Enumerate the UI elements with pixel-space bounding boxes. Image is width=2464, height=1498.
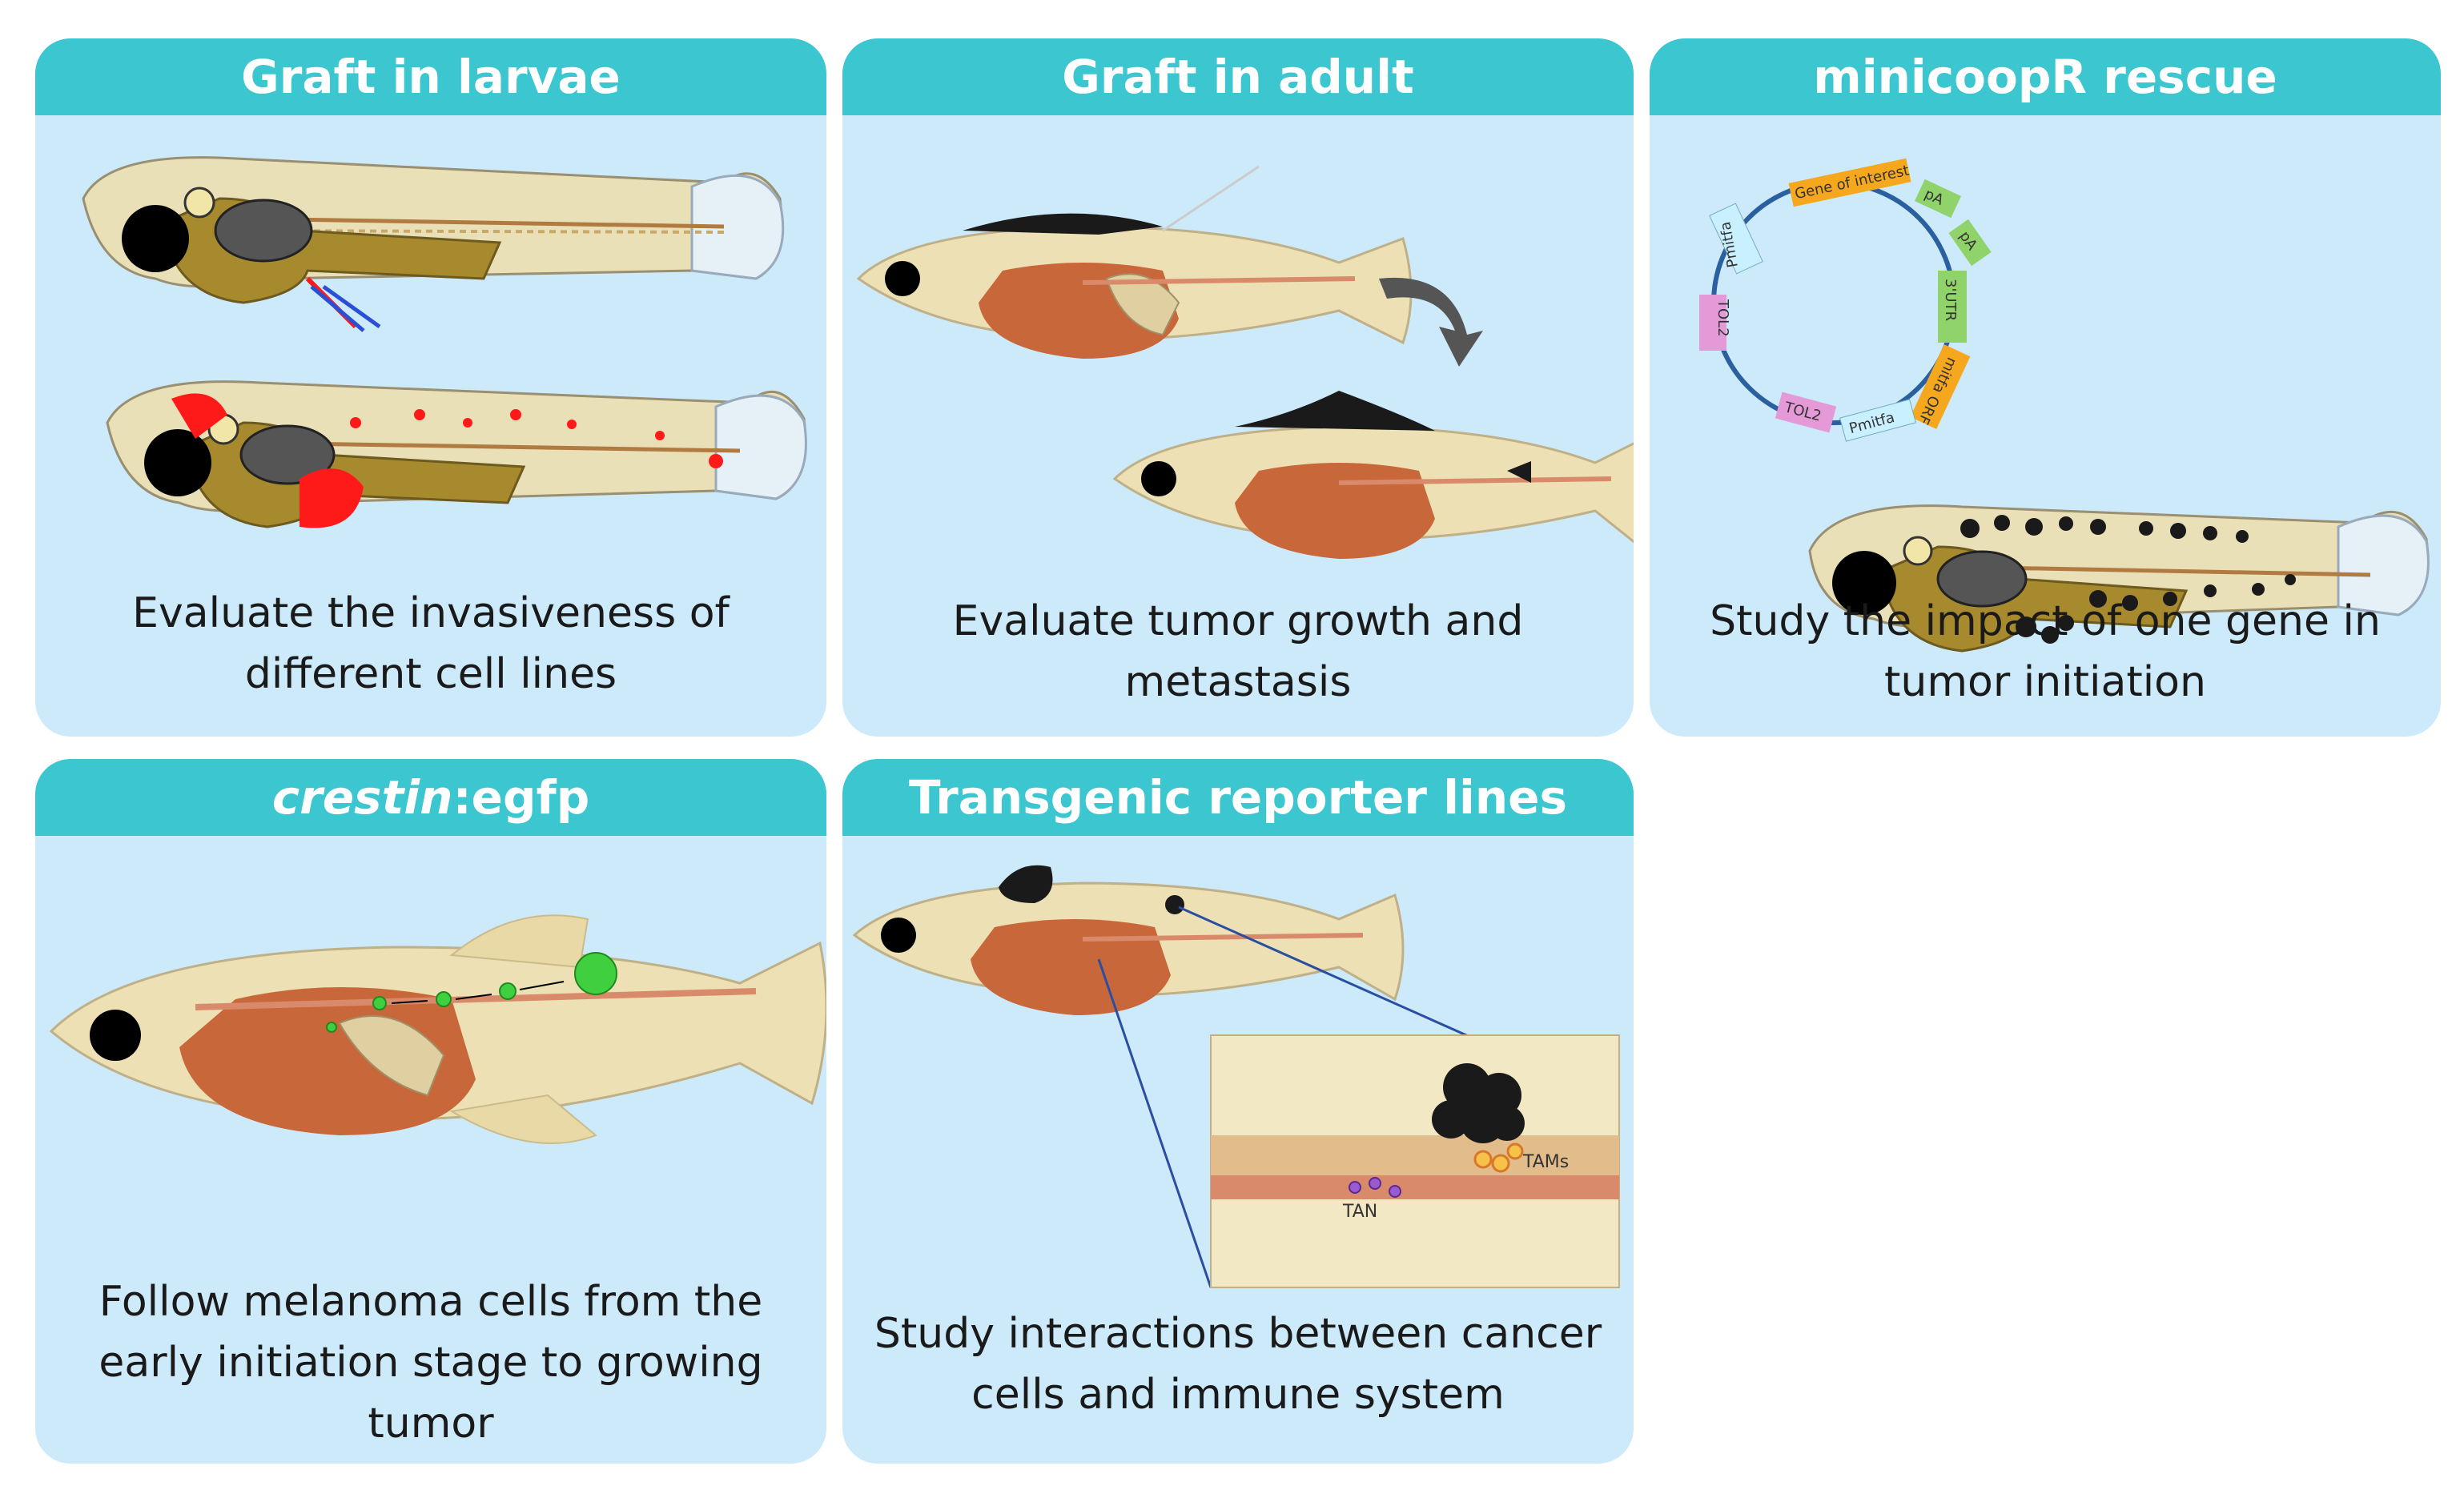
reporter-illustration: TAMs TAN bbox=[852, 865, 1620, 1288]
macrophage-icon bbox=[1473, 1143, 1524, 1173]
panel-title: Graft in larvae bbox=[35, 38, 826, 115]
panel-graft-larvae: Graft in larvae bbox=[35, 38, 826, 737]
panel-caption: Follow melanoma cells from the early ini… bbox=[98, 1278, 763, 1448]
reporter-fish-icon bbox=[852, 865, 1405, 1015]
tan-label: TAN bbox=[1342, 1202, 1377, 1222]
panel-graft-adult: Graft in adult Evaluate tumor growth and… bbox=[842, 38, 1634, 737]
larva-metastasis-icon bbox=[106, 380, 807, 528]
tams-label: TAMs bbox=[1522, 1152, 1569, 1172]
crestin-illustration bbox=[49, 914, 826, 1144]
zoom-inset: TAMs TAN bbox=[1210, 1034, 1620, 1288]
curved-arrow-icon bbox=[1379, 277, 1483, 367]
panel-caption: Study the impact of one gene in tumor in… bbox=[1710, 597, 2381, 706]
panel-reporter: Transgenic reporter lines TAMs bbox=[842, 759, 1634, 1464]
panel-caption: Study interactions between cancer cells … bbox=[874, 1310, 1602, 1419]
panel-minicoopr: minicoopR rescue Gene of interest pA pA … bbox=[1650, 38, 2441, 737]
rescued-larva-icon bbox=[1808, 504, 2430, 653]
neutrophil-icon bbox=[1349, 1177, 1401, 1198]
adult-illustration bbox=[856, 165, 1634, 559]
plasmid-label-utr: 3'UTR bbox=[1942, 279, 1959, 321]
plasmid-label-tol2-2: TOL2 bbox=[1714, 299, 1731, 337]
panel-caption: Evaluate the invasiveness of different c… bbox=[132, 589, 730, 698]
crestin-fish-icon bbox=[49, 914, 826, 1144]
panel-caption: Evaluate tumor growth and metastasis bbox=[952, 597, 1524, 706]
plasmid-icon: Gene of interest pA pA 3'UTR mitfa ORF P… bbox=[1699, 158, 1992, 442]
tumor-cluster-icon bbox=[1432, 1063, 1525, 1143]
panel-title-rest: :egfp bbox=[452, 770, 590, 825]
panel-title: crestin:egfp bbox=[35, 759, 826, 836]
adult-fish-tumor-icon bbox=[1112, 391, 1634, 559]
adult-fish-graft-icon bbox=[856, 165, 1413, 359]
panel-title-italic: crestin bbox=[271, 770, 453, 825]
minicoopr-illustration: Gene of interest pA pA 3'UTR mitfa ORF P… bbox=[1699, 158, 2430, 653]
panel-title: minicoopR rescue bbox=[1650, 38, 2441, 115]
larva-injection-icon bbox=[82, 156, 785, 332]
panel-crestin: crestin:egfp Follow melanoma cells from … bbox=[35, 759, 826, 1464]
panel-title: Graft in adult bbox=[842, 38, 1634, 115]
larvae-illustration bbox=[82, 156, 807, 528]
panel-title: Transgenic reporter lines bbox=[842, 759, 1634, 836]
